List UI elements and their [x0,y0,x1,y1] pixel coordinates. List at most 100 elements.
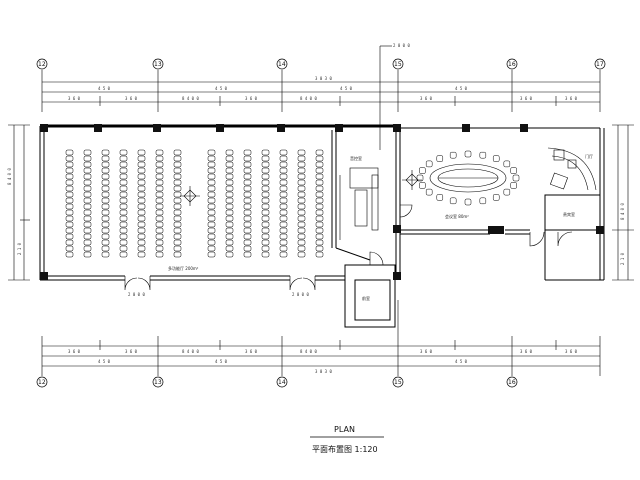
hall-seat [101,203,110,210]
hall-seat [315,245,324,252]
hall-doors [124,276,316,291]
dim-top-2: 4 5 0 [98,86,111,91]
hall-seat [315,227,324,234]
hall-seat [243,251,252,258]
hall-seat [207,197,216,204]
hall-seat [279,197,288,204]
hall-seat [119,221,128,228]
hall-seat [137,185,146,192]
hall-seat [297,227,306,234]
hall-seat [315,209,324,216]
hall-seat [279,215,288,222]
hall-seat [101,221,110,228]
hall-seat [119,149,128,156]
hall-seat [155,179,164,186]
hall-seat [243,203,252,210]
dim-bottom-11: 3 6 0 [520,349,533,354]
hall-seat [83,209,92,216]
hall-seat [173,221,182,228]
hall-seat [83,149,92,156]
top-dimension-lines [41,70,601,112]
compass-mark-meeting [402,170,422,190]
grid-label-top-14: 14 [278,61,286,68]
hall-seat [101,191,110,198]
hall-seat [101,179,110,186]
meeting-table [429,163,507,193]
hall-seat [119,173,128,180]
plan-subtitle: 平面布置图 1:120 [312,444,378,454]
hall-seat [297,149,306,156]
hall-seat [155,227,164,234]
hall-seat [279,239,288,246]
meeting-chair [419,182,426,189]
hall-seat [83,251,92,258]
dim-bottom-1: 3 6 0 [68,349,81,354]
hall-seat [243,185,252,192]
hall-seat [155,191,164,198]
hall-seat [101,239,110,246]
hall-seat [83,173,92,180]
hall-seat [119,191,128,198]
hall-seat [207,239,216,246]
hall-seat [297,245,306,252]
hall-seat [207,179,216,186]
hall-seat [279,155,288,162]
hall-seat [261,161,270,168]
grid-label-bottom-14: 14 [278,379,286,386]
hall-seat [207,221,216,228]
hall-seat [279,203,288,210]
hall-seat [297,215,306,222]
hall-seat [315,161,324,168]
hall-seat [225,245,234,252]
hall-seat [173,155,182,162]
hall-seat [155,161,164,168]
hall-seat [83,227,92,234]
dim-top-8: 4 5 0 [340,86,353,91]
hall-seat [297,155,306,162]
hall-seat [83,245,92,252]
hall-seat [315,221,324,228]
hall-seat [101,161,110,168]
hall-seat [137,155,146,162]
hall-seat [261,245,270,252]
hall-seat [65,209,74,216]
hall-seat [137,149,146,156]
hall-seat [101,197,110,204]
hall-seat [225,173,234,180]
hall-seat [261,215,270,222]
hall-seat [137,203,146,210]
hall-seat [65,167,74,174]
hall-seat [173,149,182,156]
hall-seat [297,209,306,216]
hall-seat [65,161,74,168]
hall-seat [137,179,146,186]
hall-seat [101,149,110,156]
hall-seat [207,215,216,222]
hall-seat [225,221,234,228]
hall-seat [137,191,146,198]
hall-seat [137,197,146,204]
hall-seat [225,209,234,216]
compass-mark-hall [180,186,200,206]
hall-seat [279,251,288,258]
dim-top-9: 3 6 0 [420,96,433,101]
hall-seat [155,221,164,228]
hall-seat [155,173,164,180]
hall-seat [119,197,128,204]
hall-seat [101,215,110,222]
hall-seat [297,173,306,180]
meeting-chair [512,174,520,182]
dim-bottom-5: 4 5 0 [215,359,228,364]
hall-seat [315,173,324,180]
dim-top-3: 3 6 0 [125,96,138,101]
hall-seat [261,149,270,156]
hall-seat [261,185,270,192]
hall-seat [297,167,306,174]
hall-seat [65,185,74,192]
hall-seat [225,161,234,168]
hall-seat [297,203,306,210]
meeting-chair [436,155,444,162]
hall-seat [65,233,74,240]
hall-seat [261,239,270,246]
